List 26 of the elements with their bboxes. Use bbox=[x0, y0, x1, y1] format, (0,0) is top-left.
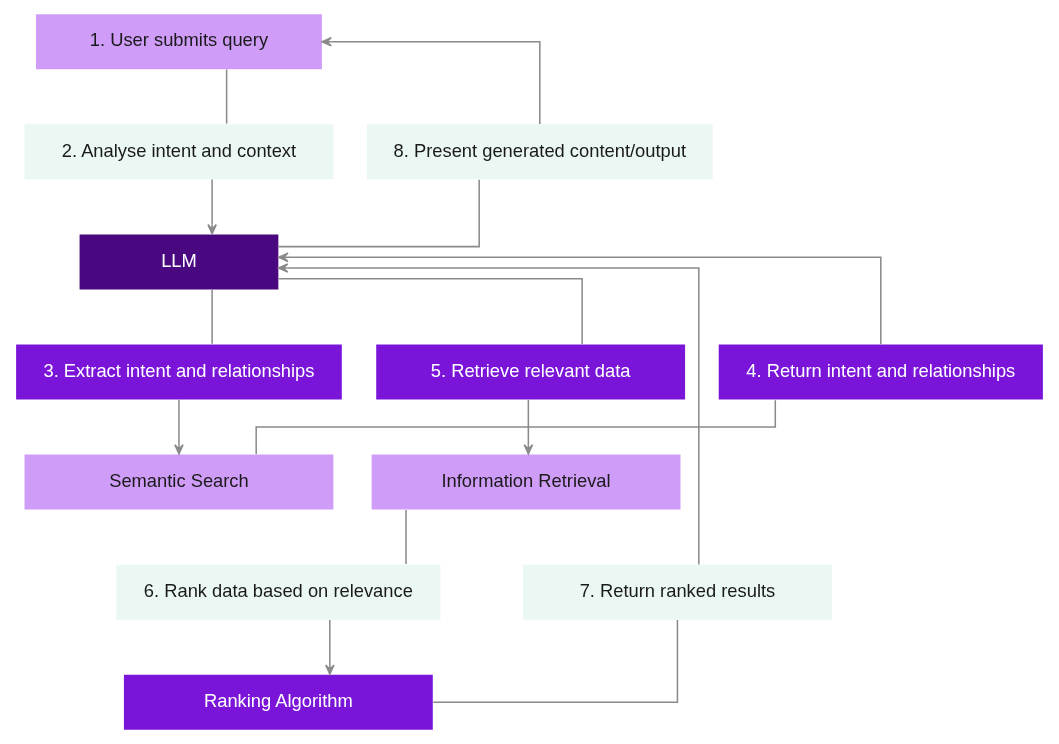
connector bbox=[211, 288, 213, 345]
arrow bbox=[321, 36, 541, 125]
connector bbox=[255, 399, 777, 455]
connector bbox=[405, 509, 407, 565]
connector bbox=[277, 179, 480, 248]
arrow bbox=[174, 399, 184, 455]
arrow bbox=[523, 399, 534, 455]
node-box: Ranking Algorithm bbox=[123, 674, 433, 730]
connector bbox=[225, 68, 228, 125]
connector bbox=[432, 619, 679, 704]
node-box: 2. Analyse intent and context bbox=[24, 124, 334, 180]
arrow bbox=[277, 263, 700, 566]
node-box: LLM bbox=[79, 234, 279, 290]
node-box: 4. Return intent and relationships bbox=[718, 344, 1043, 400]
arrow bbox=[324, 619, 335, 675]
node-box: Information Retrieval bbox=[371, 454, 681, 510]
node-box: 5. Retrieve relevant data bbox=[376, 344, 686, 400]
arrow bbox=[207, 178, 217, 235]
node-box: Semantic Search bbox=[24, 454, 334, 510]
arrow bbox=[278, 252, 882, 345]
node-box: 1. User submits query bbox=[36, 14, 322, 70]
node-box: 8. Present generated content/output bbox=[367, 124, 713, 180]
node-box: 7. Return ranked results bbox=[523, 564, 832, 620]
node-box: 3. Extract intent and relationships bbox=[16, 344, 342, 400]
connector bbox=[277, 277, 583, 345]
node-box: 6. Rank data based on relevance bbox=[116, 564, 441, 620]
